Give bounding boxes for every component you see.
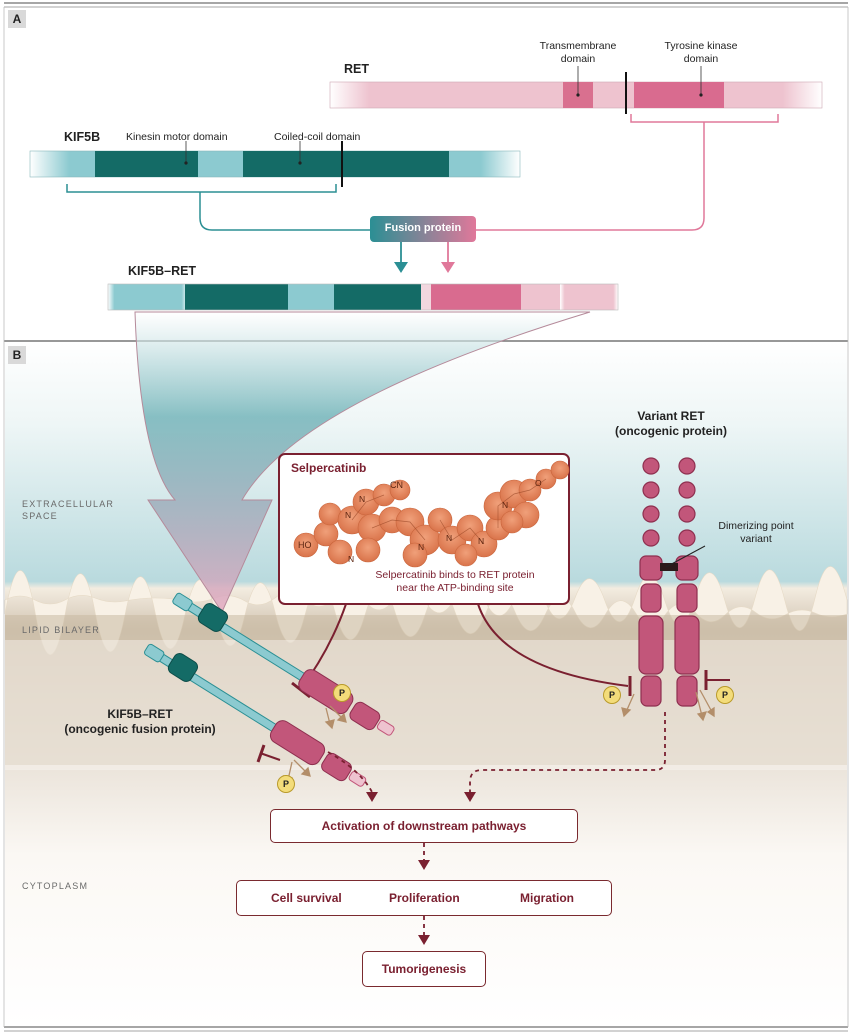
dimerizing-label-line1: Dimerizing point (718, 520, 794, 532)
atom-label-n2: N (359, 494, 366, 504)
fusion-protein-button (370, 216, 476, 242)
cytoplasm-label: CYTOPLASM (22, 881, 89, 891)
atom-label-n6: N (478, 536, 485, 546)
kif5b-ret-subtitle: (oncogenic fusion protein) (64, 722, 216, 736)
activation-downstream-box: Activation of downstream pathways (270, 809, 578, 843)
lipid-bilayer-label: LIPID BILAYER (22, 625, 100, 635)
big-descending-arrow (134, 311, 591, 614)
tyrosine-kinase-domain-label: Tyrosine kinase domain (664, 40, 738, 65)
variant-ret-subtitle: (oncogenic protein) (615, 424, 727, 438)
coiled-coil-domain-label: Coiled-coil domain (274, 131, 361, 143)
phosphate-badge-2: P (277, 775, 295, 793)
atom-label-n7: N (502, 500, 509, 510)
extracellular-label: EXTRACELLULAR (22, 499, 115, 509)
phosphate-badge-4: P (716, 686, 734, 704)
section-label-b: B (8, 346, 26, 364)
atom-label-cn: CN (390, 480, 403, 490)
selpercatinib-molecule (293, 460, 570, 568)
transmembrane-domain-label: Transmembrane domain (539, 40, 617, 65)
kinesin-motor-domain-label: Kinesin motor domain (126, 131, 228, 143)
selpercatinib-title: Selpercatinib (291, 461, 367, 475)
outcome-proliferation: Proliferation (389, 891, 460, 905)
extracellular-space-label: EXTRACELLULAR SPACE (22, 498, 114, 522)
atom-label-n1: N (345, 510, 352, 520)
kif5b-ret-dimer (144, 592, 395, 787)
kif5b-ret-title: KIF5B–RET (107, 707, 173, 721)
tumorigenesis-label: Tumorigenesis (381, 962, 467, 976)
dimerizing-point-variant-label: Dimerizing point variant (706, 520, 806, 546)
phosphate-badge-1: P (333, 684, 351, 702)
selpercatinib-caption-line1: Selpercatinib binds to RET protein (375, 569, 535, 581)
ret-gene-label: RET (344, 62, 369, 76)
fusion-protein-label: Fusion protein (384, 222, 462, 234)
outcome-cell-survival: Cell survival (271, 891, 342, 905)
atom-label-ho: HO (298, 540, 312, 550)
kif5b-gene-label: KIF5B (64, 130, 101, 144)
activation-label: Activation of downstream pathways (321, 819, 527, 833)
atom-label-n5: N (446, 533, 453, 543)
atom-label-o: O (535, 478, 542, 488)
variant-ret-title: Variant RET (637, 409, 705, 423)
dimerizing-label-line2: variant (740, 533, 772, 545)
section-label-a: A (8, 10, 26, 28)
phosphate-badge-3: P (603, 686, 621, 704)
variant-ret-label: Variant RET (oncogenic protein) (596, 409, 746, 439)
atom-label-n3: N (348, 554, 355, 564)
kif5b-ret-fusion-label: KIF5B–RET (128, 264, 197, 278)
selpercatinib-caption: Selpercatinib binds to RET protein near … (340, 569, 570, 595)
atom-label-n4: N (418, 542, 425, 552)
kif5b-ret-protein-label: KIF5B–RET (oncogenic fusion protein) (40, 707, 240, 737)
space-label: SPACE (22, 511, 58, 521)
outcomes-box: Cell survival Proliferation Migration (236, 880, 612, 916)
tyrosine-kinase-domain (634, 82, 724, 108)
variant-ret-dimer (638, 457, 700, 707)
tumorigenesis-box: Tumorigenesis (362, 951, 486, 987)
selpercatinib-caption-line2: near the ATP-binding site (396, 582, 514, 594)
outcome-migration: Migration (520, 891, 574, 905)
